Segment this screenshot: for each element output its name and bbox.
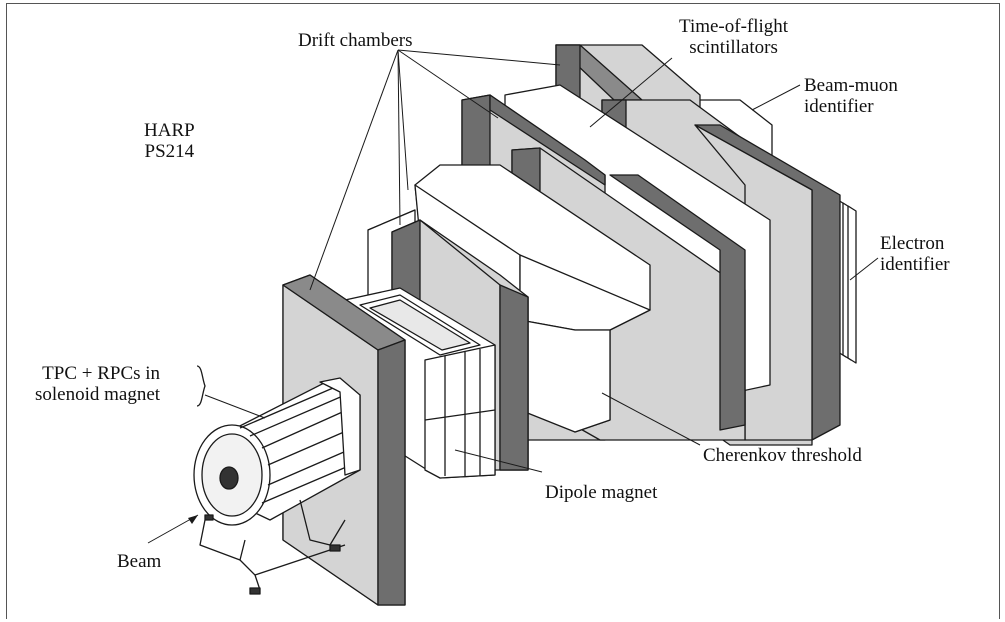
beam-muon-label: Beam-muon identifier (804, 75, 898, 117)
experiment-name-line-2: PS214 (144, 141, 195, 162)
figure-frame (6, 3, 1000, 619)
leader-lines (147, 49, 879, 544)
cherenkov-label: Cherenkov threshold (703, 445, 862, 466)
tof-label: Time-of-flight scintillators (679, 16, 789, 58)
experiment-name-line-1: HARP (144, 120, 195, 141)
tpc-solenoid-magnet (193, 377, 361, 595)
tpc-label: TPC + RPCs in solenoid magnet (35, 363, 161, 405)
dipole-magnet-label: Dipole magnet (545, 482, 658, 503)
beam-arrow-head (188, 515, 198, 524)
electron-identifier-label: Electron identifier (880, 233, 950, 275)
electron-identifier-plates (837, 199, 857, 364)
beam-label: Beam (117, 551, 162, 572)
tpc-brace (196, 365, 206, 407)
drift-chambers-label: Drift chambers (298, 30, 413, 51)
experiment-name: HARP PS214 (144, 120, 195, 162)
